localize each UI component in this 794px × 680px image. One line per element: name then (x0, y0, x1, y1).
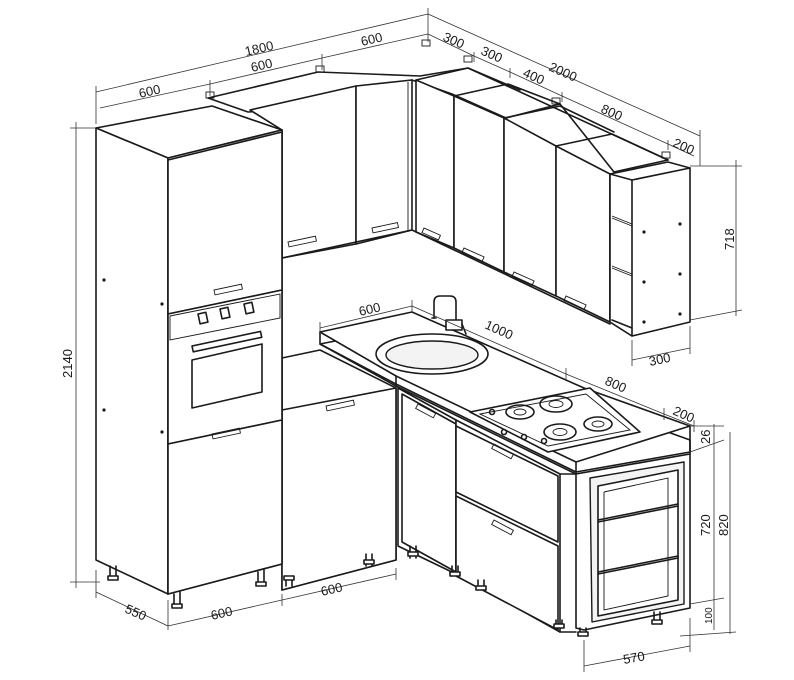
tall-cabinet-lower-door (167, 419, 283, 595)
burner-4 (583, 416, 613, 432)
burner-1 (505, 404, 535, 420)
dim-base-820: 820 (716, 514, 731, 536)
dim-base-720: 720 (698, 514, 713, 536)
tall-cabinet-upper-door (167, 131, 283, 315)
dim-wall-height: 718 (722, 228, 737, 250)
dim-overall-height: 2140 (60, 349, 75, 378)
wall-cabinet-corner (415, 79, 455, 249)
drawer-lower (455, 495, 559, 631)
dim-shelf-depth: 300 (648, 350, 672, 369)
burner-2 (539, 395, 573, 413)
dim-plinth-100: 100 (704, 607, 715, 624)
dim-side-400: 400 (521, 65, 547, 88)
dim-side-200: 200 (671, 135, 697, 158)
legs (107, 545, 663, 637)
wall-cabinet-door-3 (555, 145, 611, 323)
burner-3 (543, 423, 577, 441)
dim-counter-800: 800 (603, 373, 629, 396)
tall-cabinet (95, 105, 283, 595)
dim-counter-600: 600 (357, 299, 382, 318)
tall-cabinet-side (95, 127, 169, 595)
dim-top-300-a: 300 (441, 29, 467, 52)
dim-base-depth-570: 570 (622, 648, 646, 667)
dim-base-width-600: 600 (319, 579, 344, 598)
oven (167, 289, 283, 445)
base-cabinets (281, 349, 691, 633)
drawer-upper (455, 425, 559, 543)
dim-tall-depth-550: 550 (123, 601, 149, 624)
gas-cooktop (469, 387, 641, 453)
oven-window (191, 343, 263, 409)
wall-cabinet-left (249, 85, 357, 259)
dim-top-600-left: 600 (137, 81, 162, 100)
dim-counter-1000: 1000 (483, 317, 516, 342)
dim-side-800: 800 (599, 101, 625, 124)
dim-top-total: 1800 (243, 38, 275, 59)
dim-top-600-mid: 600 (249, 55, 274, 74)
dimension-lines (70, 8, 743, 672)
wall-cabinet-mid (355, 79, 413, 245)
dim-counter-26: 26 (698, 430, 713, 444)
dim-tall-width-600: 600 (209, 603, 234, 622)
wall-cabinets (205, 39, 691, 337)
wall-cabinet-door-1 (453, 95, 505, 273)
wall-cabinet-door-2 (503, 117, 557, 297)
sink (375, 333, 489, 375)
dim-side-total: 2000 (547, 59, 580, 84)
dim-top-600-right: 600 (359, 29, 384, 48)
